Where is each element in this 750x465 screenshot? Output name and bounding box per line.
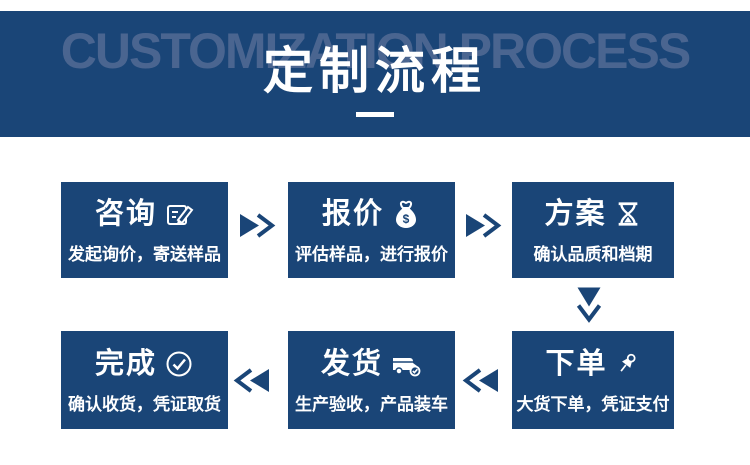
header-banner: CUSTOMIZATION PROCESS 定制流程	[0, 11, 750, 137]
step-title: 方案	[544, 198, 607, 230]
title-underline	[356, 112, 394, 117]
page-title: 定制流程	[263, 43, 487, 99]
hourglass-icon	[614, 200, 642, 228]
step-ship: 发货 生产验收，产品装车	[288, 331, 455, 429]
arrow-left-icon	[233, 367, 271, 394]
truck-icon	[390, 349, 422, 379]
arrow-right-icon	[238, 212, 276, 239]
step-title: 发货	[320, 348, 383, 380]
step-head: 完成	[95, 347, 194, 381]
arrow-left-icon	[462, 367, 500, 394]
step-head: 咨询	[95, 197, 194, 231]
step-title: 咨询	[94, 198, 157, 230]
step-order: 下单 大货下单，凭证支付	[512, 331, 674, 429]
svg-text:$: $	[403, 212, 410, 226]
step-head: 报价 $	[322, 197, 421, 231]
step-title: 下单	[545, 348, 608, 380]
check-circle-icon	[164, 349, 194, 379]
step-desc: 确认收货，凭证取货	[68, 395, 221, 414]
step-quote: 报价 $ 评估样品，进行报价	[288, 182, 455, 278]
step-consult: 咨询 发起询价，寄送样品	[61, 182, 228, 278]
arrow-down-icon	[576, 286, 603, 324]
step-desc: 评估样品，进行报价	[295, 245, 448, 264]
money-bag-icon: $	[391, 199, 421, 229]
pushpin-icon	[615, 350, 641, 378]
step-desc: 发起询价，寄送样品	[68, 245, 221, 264]
step-title: 完成	[94, 348, 157, 380]
step-desc: 大货下单，凭证支付	[516, 395, 670, 414]
step-title: 报价	[321, 198, 384, 230]
step-desc: 确认品质和档期	[533, 245, 653, 264]
step-desc: 生产验收，产品装车	[295, 395, 448, 414]
step-head: 发货	[321, 347, 422, 381]
arrow-right-icon	[464, 212, 502, 239]
step-head: 下单	[545, 347, 640, 381]
header-background-text: CUSTOMIZATION PROCESS	[60, 23, 691, 79]
step-plan: 方案 确认品质和档期	[512, 182, 674, 278]
edit-icon	[164, 199, 194, 229]
step-head: 方案	[544, 197, 641, 231]
step-finish: 完成 确认收货，凭证取货	[61, 331, 228, 429]
